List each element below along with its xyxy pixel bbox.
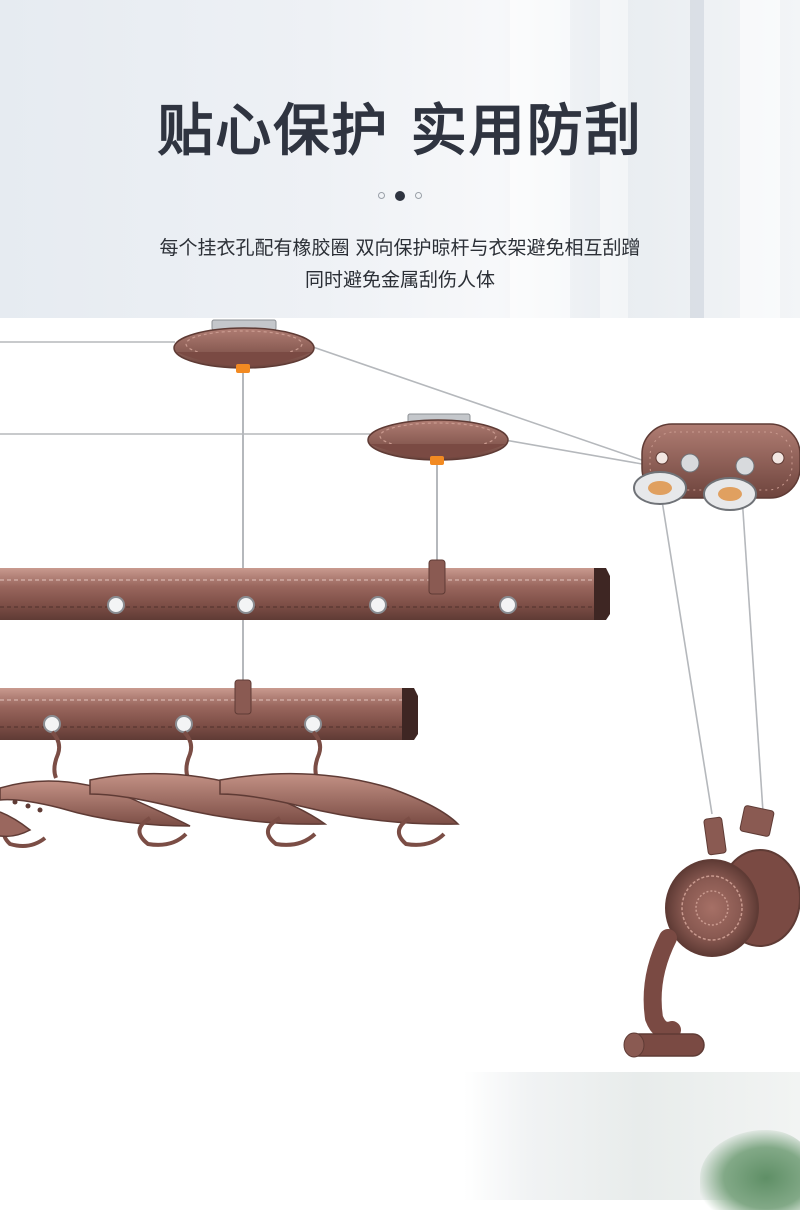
hanger-icon	[89, 730, 328, 847]
carousel-indicator	[0, 185, 800, 204]
plant-leaf-icon	[700, 1130, 800, 1210]
hanger-group	[0, 730, 460, 848]
pulley-bracket-icon	[633, 423, 800, 511]
window-light-stripe	[510, 0, 570, 318]
page-title: 贴心保护 实用防刮	[157, 99, 643, 164]
hand-crank-icon	[623, 805, 800, 1058]
ceiling-pulley-icon	[173, 319, 315, 688]
window-light-stripe	[740, 0, 780, 318]
window-frame-stripe	[690, 0, 704, 318]
window-light-stripe	[600, 0, 628, 318]
footer-background	[0, 1072, 800, 1210]
drying-rail-icon	[0, 559, 610, 620]
description-line-2: 同时避免金属刮伤人体	[304, 269, 495, 291]
product-illustration	[0, 319, 800, 1058]
carousel-dot[interactable]	[378, 192, 385, 199]
ceiling-pulley-icon	[367, 413, 509, 568]
drying-rail-icon	[0, 679, 418, 740]
hero-banner: 贴心保护 实用防刮 每个挂衣孔配有橡胶圈 双向保护晾杆与衣架避免相互刮蹭 同时避…	[0, 0, 800, 318]
ceiling-wire-group	[0, 341, 764, 815]
hanger-icon	[0, 730, 191, 848]
carousel-dot-active[interactable]	[395, 190, 405, 201]
description-line-1: 每个挂衣孔配有橡胶圈 双向保护晾杆与衣架避免相互刮蹭	[159, 237, 641, 259]
hanger-icon	[219, 730, 460, 847]
carousel-dot[interactable]	[415, 192, 422, 199]
